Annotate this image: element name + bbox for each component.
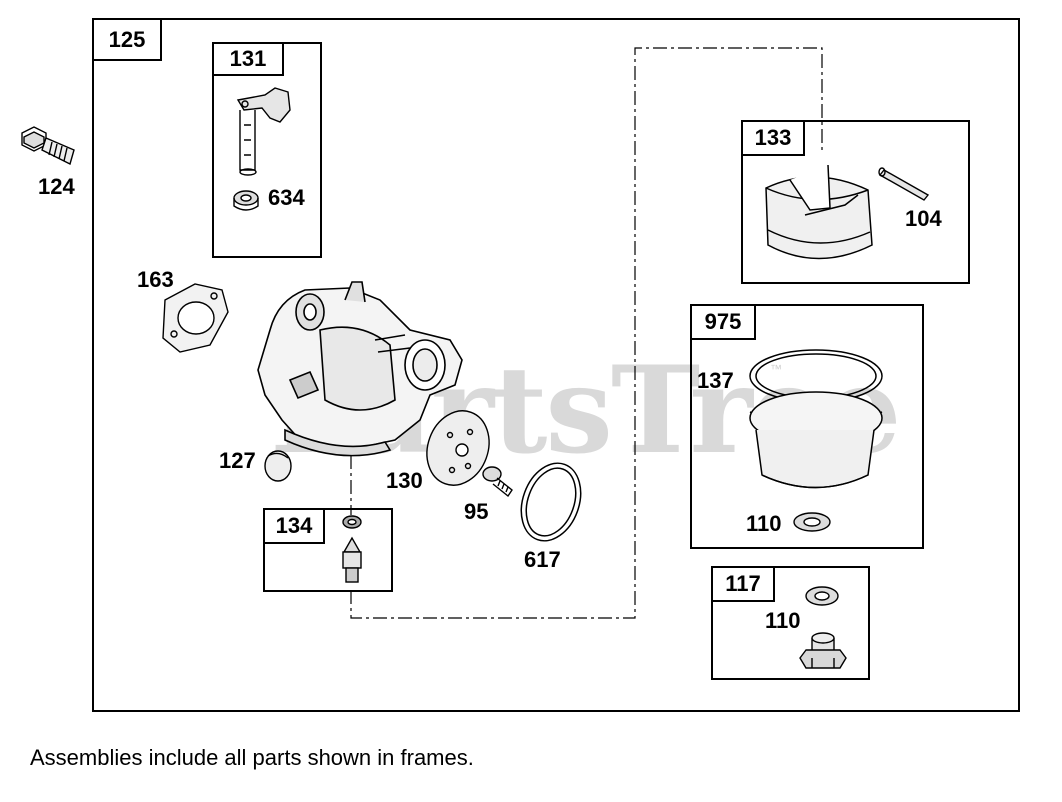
bowl-bolt-117-illustration [799,586,847,669]
frame-label-133: 133 [741,120,805,156]
frame-133 [741,120,970,284]
frame-117 [711,566,870,680]
frame-label-131: 131 [212,42,284,76]
bowl-137-illustration [749,349,883,489]
frame-label-125: 125 [92,18,162,61]
carburetor-body-illustration [257,281,463,457]
part-label-110-bowl: 110 [746,511,782,536]
part-label-124: 124 [38,174,75,199]
part-label-634: 634 [268,185,305,210]
plate-130-illustration [426,410,490,486]
part-label-104: 104 [905,206,942,231]
float-133-illustration [765,164,873,260]
frame-label-134: 134 [263,508,325,544]
pin-104-illustration [878,167,930,201]
footer-note: Assemblies include all parts shown in fr… [30,745,474,770]
part-label-617: 617 [524,547,561,572]
part-label-110-bolt: 110 [765,608,801,633]
frame-125 [92,18,1020,712]
choke-shaft-131-illustration [233,87,291,211]
frame-label-117: 117 [711,566,775,602]
plug-127-illustration [264,450,292,482]
part-label-127: 127 [219,448,256,473]
part-label-137: 137 [697,368,734,393]
part-label-130: 130 [386,468,423,493]
watermark-trademark: ™ [770,362,782,376]
part-label-163: 163 [137,267,174,292]
gasket-163-illustration [162,283,229,353]
washer-110-illustration [793,512,831,532]
connector-lines [350,47,823,619]
connector-134-to-133 [350,47,823,619]
part-label-95: 95 [464,499,489,524]
frame-975 [690,304,924,549]
o-ring-617-illustration [520,462,582,542]
frame-label-975: 975 [690,304,756,340]
needle-seat-134-illustration [342,515,362,583]
frame-134 [263,508,393,592]
bolt-124-illustration [21,126,75,166]
screw-95-illustration [482,466,513,498]
